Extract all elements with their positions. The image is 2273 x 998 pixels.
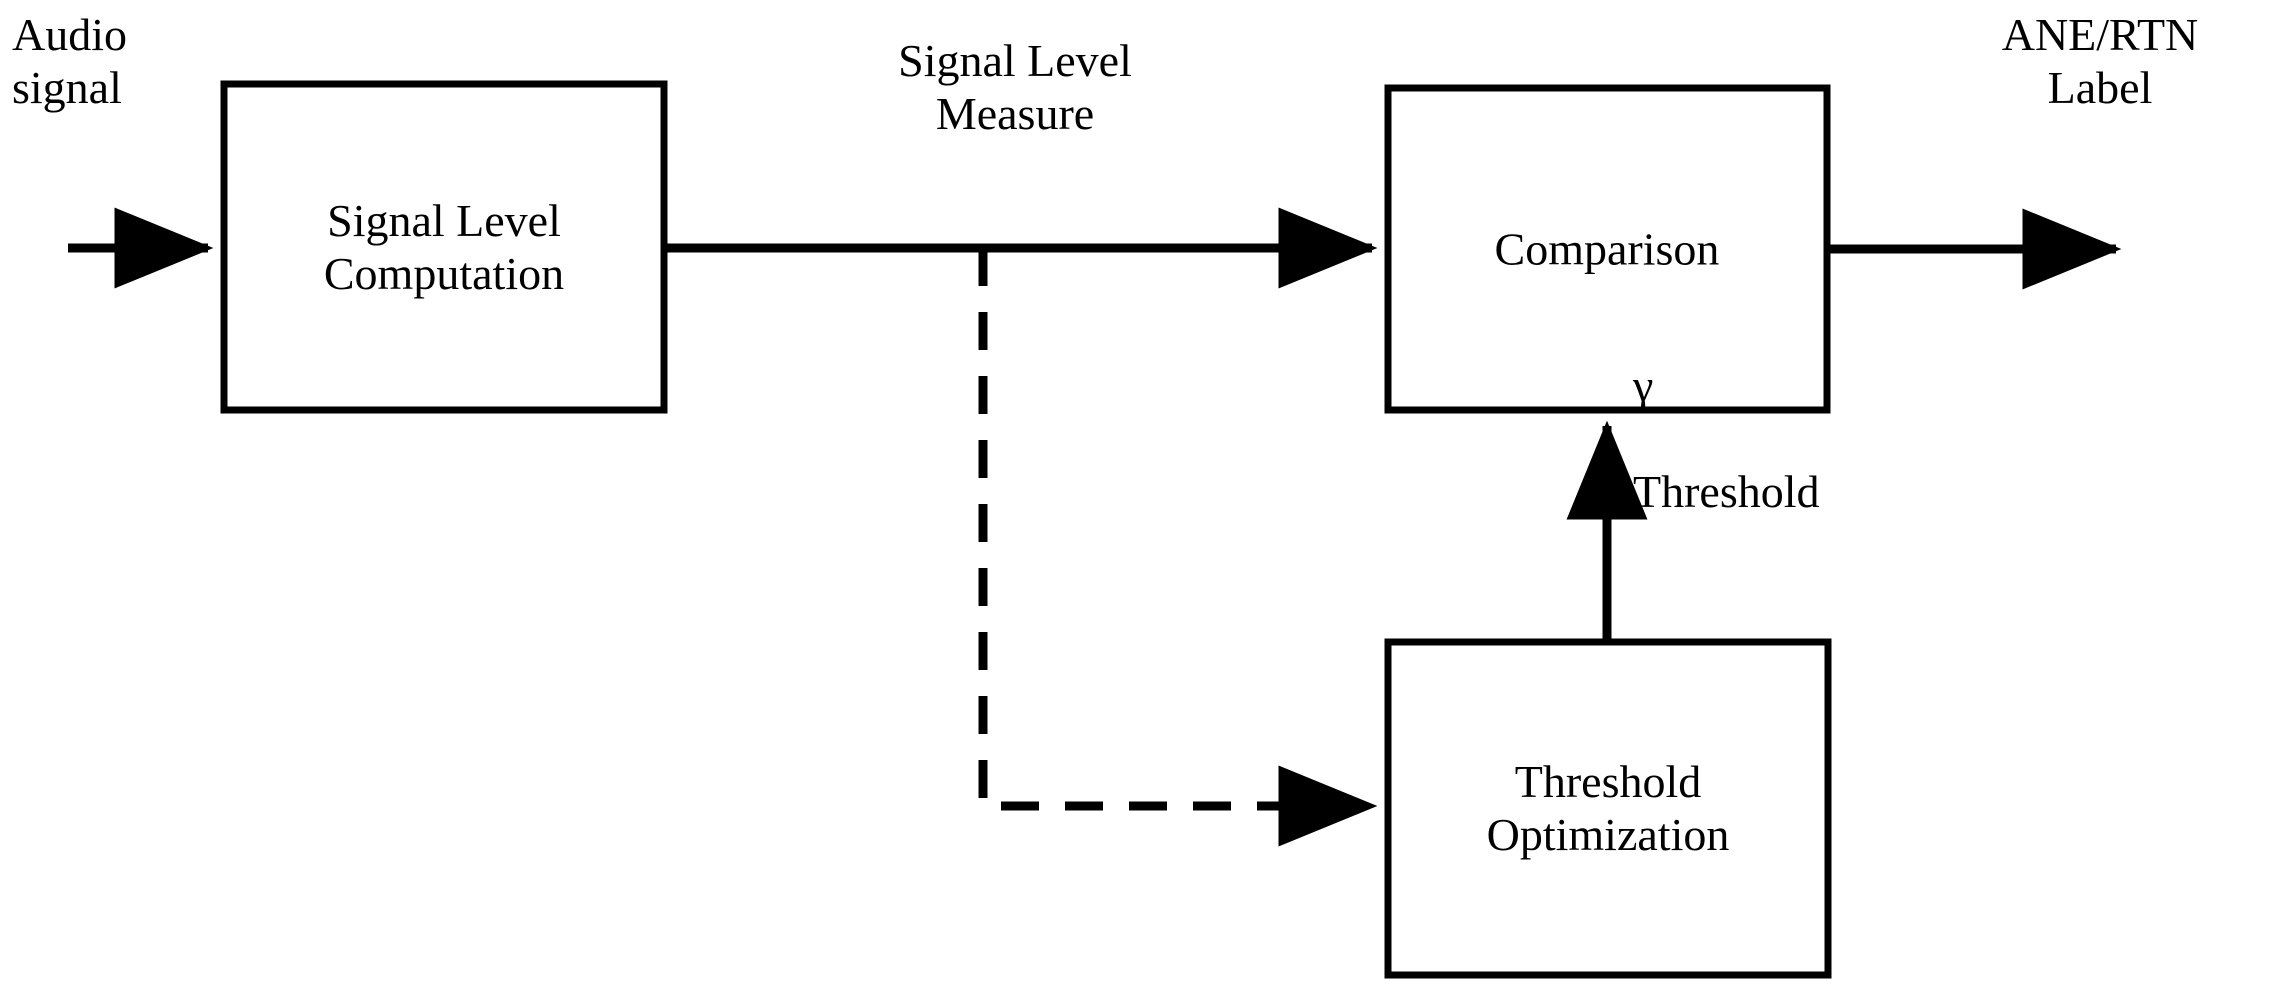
threshold-word: Threshold <box>1633 466 1820 517</box>
node-box-signal-level-computation <box>220 80 668 414</box>
edge-signal-level-measure-tap-to-threshold-optimization <box>978 248 1378 847</box>
node-label-threshold-optimization: Threshold Optimization <box>1486 756 1730 860</box>
edge-label-gamma-threshold: γ Threshold <box>1633 306 1820 571</box>
node-label-signal-level-computation: Signal Level Computation <box>323 195 565 299</box>
node-box-comparison <box>1384 84 1831 414</box>
io-label-audio-signal: Audio signal <box>12 9 127 113</box>
edge-label-signal-level-measure: Signal Level Measure <box>898 35 1132 139</box>
node-label-comparison: Comparison <box>1494 223 1720 275</box>
gamma-symbol: γ <box>1633 360 1654 411</box>
io-label-ane-rtn-label: ANE/RTN Label <box>2001 9 2199 113</box>
